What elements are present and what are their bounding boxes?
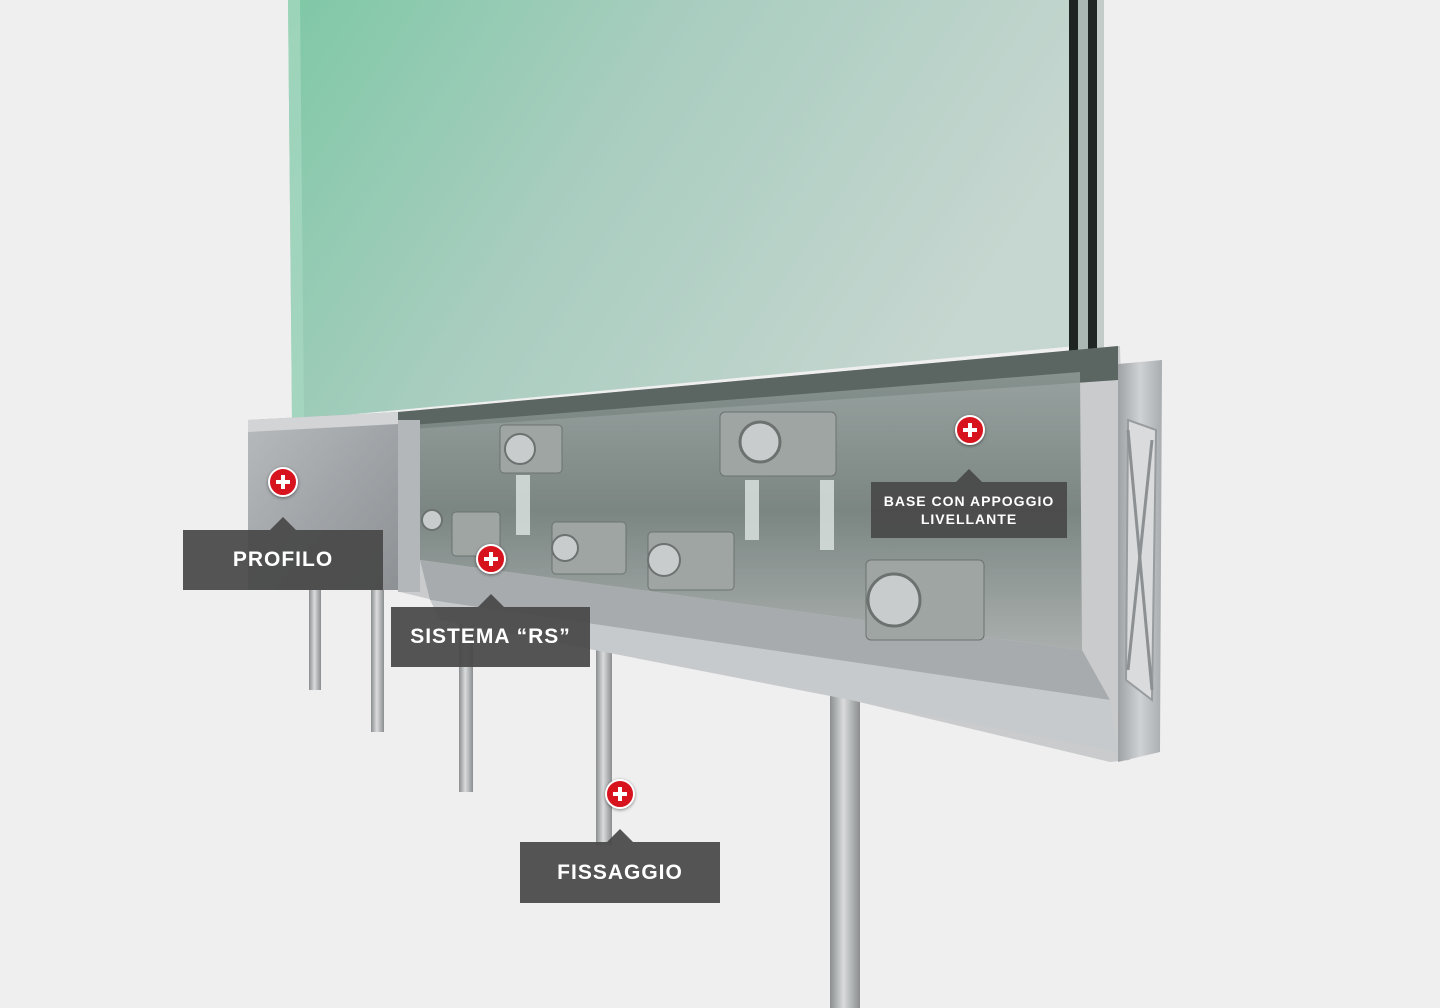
callout-fissaggio-label: FISSAGGIO bbox=[557, 860, 683, 884]
callout-base-label-line2: LIVELLANTE bbox=[920, 511, 1018, 527]
plus-icon[interactable] bbox=[955, 415, 985, 445]
callout-profilo[interactable]: PROFILO bbox=[183, 517, 383, 590]
callout-sistema-rs[interactable]: SISTEMA “RS” bbox=[391, 594, 590, 667]
plus-icon[interactable] bbox=[605, 779, 635, 809]
plus-icon[interactable] bbox=[476, 544, 506, 574]
callout-fissaggio[interactable]: FISSAGGIO bbox=[520, 829, 720, 903]
callout-base-livellante[interactable]: BASE CON APPOGGIO LIVELLANTE bbox=[871, 469, 1067, 538]
callout-base-label-line1: BASE CON APPOGGIO bbox=[883, 493, 1055, 509]
aluminium-profile bbox=[398, 346, 1162, 762]
plus-icon[interactable] bbox=[268, 467, 298, 497]
glass-panel bbox=[288, 0, 1104, 660]
callout-sistema-rs-label: SISTEMA “RS” bbox=[410, 625, 571, 648]
callout-profilo-label: PROFILO bbox=[232, 548, 334, 571]
